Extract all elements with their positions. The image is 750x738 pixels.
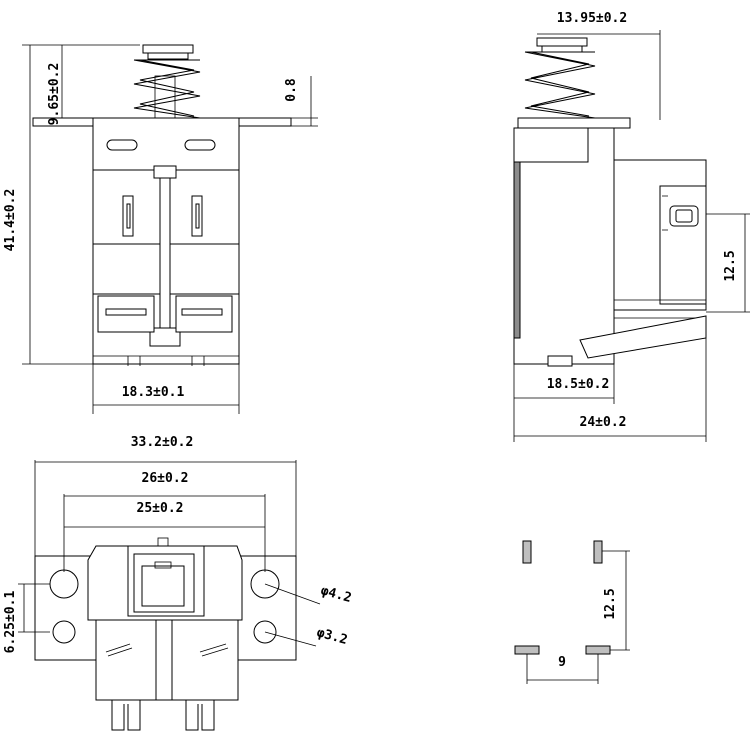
terminal-slot-left [105,308,147,316]
side-connector-latch [659,185,707,305]
side-spring-icon [524,51,596,119]
base-ribs [93,355,239,366]
dim-hole-pitch-label: 6.25±0.1 [3,591,18,654]
dim-hole-large-label: φ4.2 [319,583,353,606]
dim-pcb-horizontal-label: 9 [558,655,566,670]
dim-line-hole-pitch [18,583,50,633]
dim-pcb-vertical-label: 12.5 [603,588,618,619]
pad-top-right [593,540,603,564]
plunger-collar [147,52,189,60]
plunger-cap [142,44,194,54]
dim-line-pcb-vertical [602,550,630,651]
pad-top-left [522,540,532,564]
dim-flange-label: 0.8 [284,78,299,102]
dim-side-total-label: 24±0.2 [580,415,627,430]
mount-hole-small-left [52,620,76,644]
center-stem [155,619,173,701]
bottom-view: 33.2±0.2 26±0.2 25±0.2 6.25±0.1 φ4.2 φ3.… [3,435,353,731]
dim-mount2-label: 25±0.2 [137,501,184,516]
dim-terminal-label: 12.5 [723,250,738,281]
dim-overall-label: 33.2±0.2 [131,435,194,450]
side-plunger-collar [541,45,583,53]
side-body [513,127,615,365]
dim-side-body-label: 18.5±0.2 [547,377,610,392]
connector-socket-icon [141,565,185,607]
side-edge [513,161,521,339]
dim-line-mount1 [63,494,266,572]
divider-foot [149,327,181,347]
pcb-layout: 12.5 9 [514,540,630,684]
pin-pair-right [185,700,215,731]
side-view: 13.95±0.2 12.5 18.5±0.2 24±0.2 [513,11,750,442]
dim-line-pcb-horizontal [526,654,599,684]
connector-tab [157,537,169,547]
pad-bottom-left [514,645,540,655]
side-flange [517,117,631,129]
slot-right [184,139,216,151]
pin-pair-left [111,700,141,731]
divider-bar [159,177,171,347]
contact-bar-right [195,203,200,229]
slot-left [106,139,138,151]
leader-hole-large [264,583,321,605]
dim-line-flange [291,76,318,127]
pad-bottom-right [585,645,611,655]
front-view: 41.4±0.2 9.65±0.2 0.8 18.3±0.1 [3,44,318,414]
dim-side-top-label: 13.95±0.2 [557,11,627,26]
dim-line-width [92,364,240,414]
dim-plunger-label: 9.65±0.2 [47,63,62,126]
dim-line-side-total [514,316,707,442]
side-connector-lines [614,195,706,319]
connector-key [154,561,172,569]
side-plunger-cap [536,37,588,47]
mount-hole-large-left [49,569,79,599]
terminal-slot-right [181,308,223,316]
dim-line-terminal [706,213,750,313]
contact-bar-left [126,203,131,229]
dim-height-label: 41.4±0.2 [3,189,18,252]
dim-line-height [22,44,140,365]
spring-icon [133,59,201,119]
dim-line-side-body [513,364,615,442]
side-foot [547,355,573,367]
dim-width-label: 18.3±0.1 [122,385,185,400]
dim-mount1-label: 26±0.2 [142,471,189,486]
side-connector-slot [675,209,693,223]
dim-hole-small-label: φ3.2 [315,625,349,648]
side-upper-block [513,127,589,163]
divider-top [153,165,177,179]
leader-hole-small [264,631,317,647]
dim-line-side-top [537,30,661,120]
angled-ribs [105,643,229,657]
dim-line-overall [34,460,297,556]
